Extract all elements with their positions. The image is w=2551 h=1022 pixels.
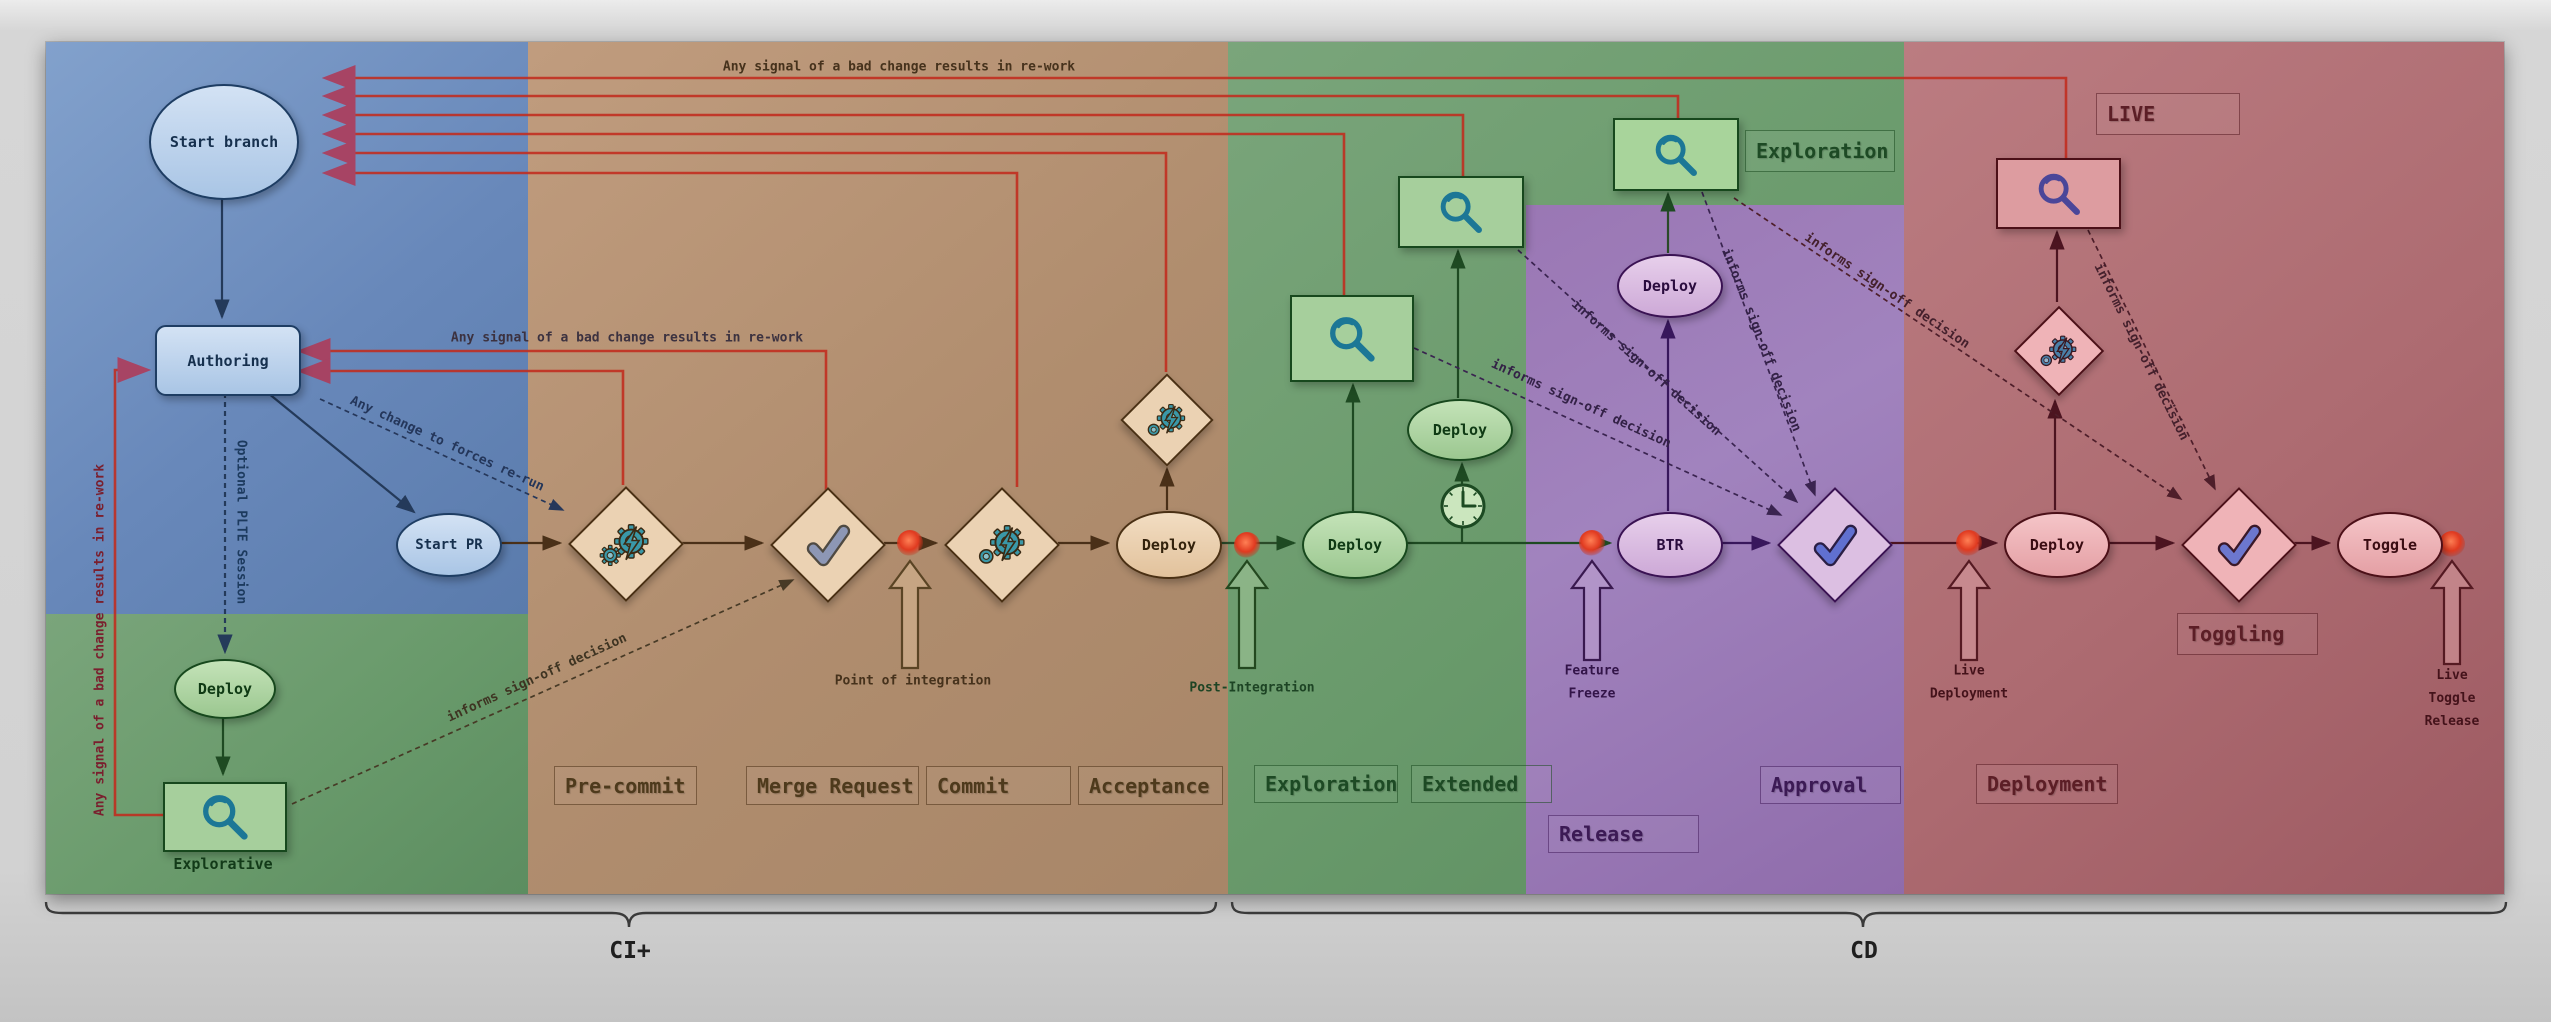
deploy-label: Deploy <box>1141 536 1197 554</box>
node-deploy-release: Deploy <box>1617 254 1723 318</box>
extended-verify-box <box>1398 176 1524 248</box>
node-build-live <box>2013 305 2105 397</box>
node-deploy-extended: Deploy <box>1407 399 1513 461</box>
zone-explorative-green <box>46 614 528 894</box>
node-build-acceptance <box>1120 373 1214 467</box>
ci-brace <box>44 901 1218 928</box>
annotation-plte: Optional PLTE Session <box>233 439 249 605</box>
start-branch-label: Start branch <box>169 133 279 151</box>
node-signoff-toggling <box>2181 487 2297 603</box>
check-icon <box>2213 521 2265 569</box>
toggle-label: Toggle <box>2362 536 2418 554</box>
release-verify-box <box>1613 118 1739 191</box>
node-deploy-exploration: Deploy <box>1302 511 1408 579</box>
label-deployment: Deployment <box>1976 764 2118 804</box>
label-merge-request: Merge Request <box>746 766 919 805</box>
deploy-label: Deploy <box>1327 536 1383 554</box>
label-extended: Extended <box>1411 765 1552 803</box>
magnifier-icon <box>1330 316 1375 362</box>
clock-icon <box>1438 481 1488 535</box>
dashed-annotation-lines <box>291 191 2216 805</box>
live-verify-box <box>1996 158 2121 229</box>
node-deploy-live: Deploy <box>2004 512 2110 578</box>
explorative-verify-box <box>163 782 287 852</box>
gears-lightning-icon <box>1144 400 1190 441</box>
node-deploy-explorative: Deploy <box>174 659 276 719</box>
ci-brace-label: CI+ <box>609 938 651 964</box>
label-commit: Commit <box>926 766 1071 805</box>
annotation-rework-top: Any signal of a bad change results in re… <box>722 59 1076 75</box>
integration-dot-live-deployment <box>1956 530 1982 556</box>
integration-dot-point-of-integration <box>897 530 923 556</box>
node-authoring: Authoring <box>155 325 301 396</box>
label-approval: Approval <box>1760 766 1901 804</box>
annotation-feature-freeze: Feature Freeze <box>1564 663 1620 701</box>
magnifier-icon <box>203 795 248 840</box>
node-toggle: Toggle <box>2337 512 2443 578</box>
magnifier-icon <box>1440 191 1482 233</box>
zone-ci-tan <box>528 42 1228 894</box>
annotation-live-deployment: Live Deployment <box>1929 663 2009 701</box>
node-deploy-acceptance: Deploy <box>1116 511 1222 579</box>
node-build-pre-commit <box>568 486 684 602</box>
annotation-explorative: Explorative <box>173 855 273 873</box>
node-start-pr: Start PR <box>396 513 502 577</box>
node-start-branch: Start branch <box>149 84 299 200</box>
milestone-arrows <box>887 559 2475 670</box>
flow-lines <box>214 191 2447 777</box>
annotation-live-toggle-release: Live Toggle Release <box>2424 667 2480 729</box>
integration-dot-live-toggle-release <box>2439 531 2465 557</box>
cd-brace <box>1230 901 2508 928</box>
label-exploration: Exploration <box>1254 765 1398 803</box>
node-build-commit <box>944 487 1060 603</box>
deploy-label: Deploy <box>1642 277 1698 295</box>
magnifier-icon <box>2038 173 2080 215</box>
label-live: LIVE <box>2096 93 2240 135</box>
deploy-label: Deploy <box>197 680 253 698</box>
annotation-point-of-integration: Point of integration <box>834 673 992 689</box>
check-icon <box>1809 521 1861 569</box>
integration-dot-post-integration <box>1234 532 1260 558</box>
label-toggling: Toggling <box>2177 613 2318 655</box>
gears-lightning-icon <box>2037 332 2081 371</box>
label-exploration-top: Exploration <box>1745 130 1895 172</box>
check-icon <box>802 521 854 569</box>
authoring-label: Authoring <box>187 351 269 370</box>
node-btr: BTR <box>1617 512 1723 578</box>
integration-dot-feature-freeze <box>1579 530 1605 556</box>
magnifier-icon <box>1655 134 1697 176</box>
annotation-rework-vertical: Any signal of a bad change results in re… <box>92 463 108 817</box>
annotation-post-integration: Post-Integration <box>1189 680 1315 696</box>
cd-brace-label: CD <box>1850 938 1878 964</box>
rework-feedback-lines <box>113 65 2068 817</box>
exploration-verify-box-1 <box>1290 295 1414 382</box>
gears-lightning-icon <box>598 519 654 569</box>
label-acceptance: Acceptance <box>1078 766 1223 805</box>
gears-lightning-icon <box>974 520 1030 570</box>
start-pr-label: Start PR <box>415 537 483 553</box>
node-signoff-approval <box>1777 487 1893 603</box>
deploy-label: Deploy <box>1432 421 1488 439</box>
btr-label: BTR <box>1656 536 1684 554</box>
deploy-label: Deploy <box>2029 536 2085 554</box>
label-pre-commit: Pre-commit <box>554 766 697 805</box>
node-signoff-acceptance <box>770 487 886 603</box>
annotation-rework-mid: Any signal of a bad change results in re… <box>450 330 804 346</box>
label-release: Release <box>1548 815 1699 853</box>
